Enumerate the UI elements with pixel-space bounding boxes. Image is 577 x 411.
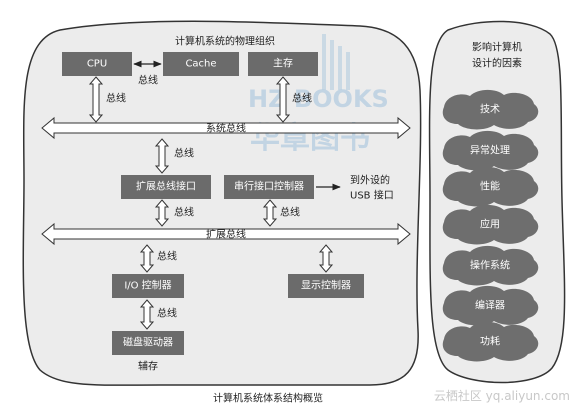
expansion-bus-label: 扩展总线 (206, 228, 246, 241)
bus-expander-label: 扩展总线接口 (136, 180, 196, 193)
main-memory-module (248, 52, 318, 76)
sysbus-expander-label: 总线 (174, 147, 194, 160)
serial-controller-label: 串行接口控制器 (234, 180, 304, 193)
expbus-io-label: 总线 (157, 250, 177, 263)
watermark-bars (322, 34, 350, 90)
figure-caption: 计算机系统体系结构概览 (213, 392, 323, 405)
factor-cloud-compiler: 编译器 (442, 285, 539, 326)
factor-label-compiler: 编译器 (475, 299, 505, 312)
disk-driver-label: 磁盘驱动器 (123, 336, 173, 349)
factor-cloud-power: 功耗 (442, 321, 539, 362)
factor-cloud-exception: 异常处理 (442, 130, 539, 171)
factor-cloud-application: 应用 (442, 204, 539, 245)
factor-label-power: 功耗 (480, 336, 500, 348)
expbus-display-arrow (318, 244, 334, 273)
cpu-module (62, 52, 132, 76)
factor-label-os: 操作系统 (470, 259, 510, 272)
io-disk-arrow (139, 299, 155, 330)
factors-title-line2: 设计的因素 (472, 57, 522, 70)
factors-title-line1: 影响计算机 (472, 41, 522, 54)
serial-expbus-label: 总线 (280, 206, 300, 219)
bus-expander-module (121, 175, 211, 199)
main-memory-label: 主存 (273, 57, 293, 70)
system-bus (41, 116, 411, 140)
expansion-bus (41, 222, 411, 246)
factor-label-exception: 异常处理 (470, 144, 510, 157)
mem-sysbus-label: 总线 (292, 92, 312, 105)
io-controller-module (112, 274, 184, 298)
display-controller-module (288, 274, 364, 298)
factor-cloud-technology: 技术 (442, 89, 539, 130)
serial-controller-module (224, 175, 314, 199)
io-disk-label: 总线 (157, 307, 177, 320)
cpu-sysbus-label: 总线 (106, 92, 126, 105)
main-panel-title: 计算机系统的物理组织 (175, 35, 275, 48)
factor-label-technology: 技术 (480, 103, 500, 116)
cpu-label: CPU (87, 59, 107, 70)
usb-note-line2: USB 接口 (350, 189, 394, 202)
cpu-sysbus-arrow (88, 76, 104, 123)
cache-module (163, 52, 239, 76)
expander-expbus-label: 总线 (174, 206, 194, 219)
factor-cloud-performance: 性能 (442, 166, 539, 207)
factor-label-application: 应用 (480, 218, 500, 231)
usb-note-line1: 到外设的 (350, 174, 390, 187)
storage-label: 辅存 (138, 360, 158, 373)
mem-sysbus-arrow (275, 76, 291, 123)
cpu-cache-link-label: 总线 (138, 74, 158, 87)
disk-driver-module (112, 331, 184, 355)
cache-label: Cache (185, 59, 216, 70)
watermark-hzbooks: HZ BOOKS (248, 85, 389, 113)
watermark-site: 云栖社区 yq.aliyun.com (434, 388, 570, 403)
expbus-io-arrow (139, 244, 155, 273)
serial-expbus-arrow (262, 199, 278, 227)
sysbus-expander-arrow (154, 138, 170, 174)
io-controller-label: I/O 控制器 (124, 279, 171, 292)
display-controller-label: 显示控制器 (301, 279, 351, 292)
expander-expbus-arrow (154, 199, 170, 227)
factor-cloud-os: 操作系统 (442, 245, 539, 286)
system-bus-label: 系统总线 (206, 122, 246, 135)
factor-label-performance: 性能 (480, 180, 500, 193)
